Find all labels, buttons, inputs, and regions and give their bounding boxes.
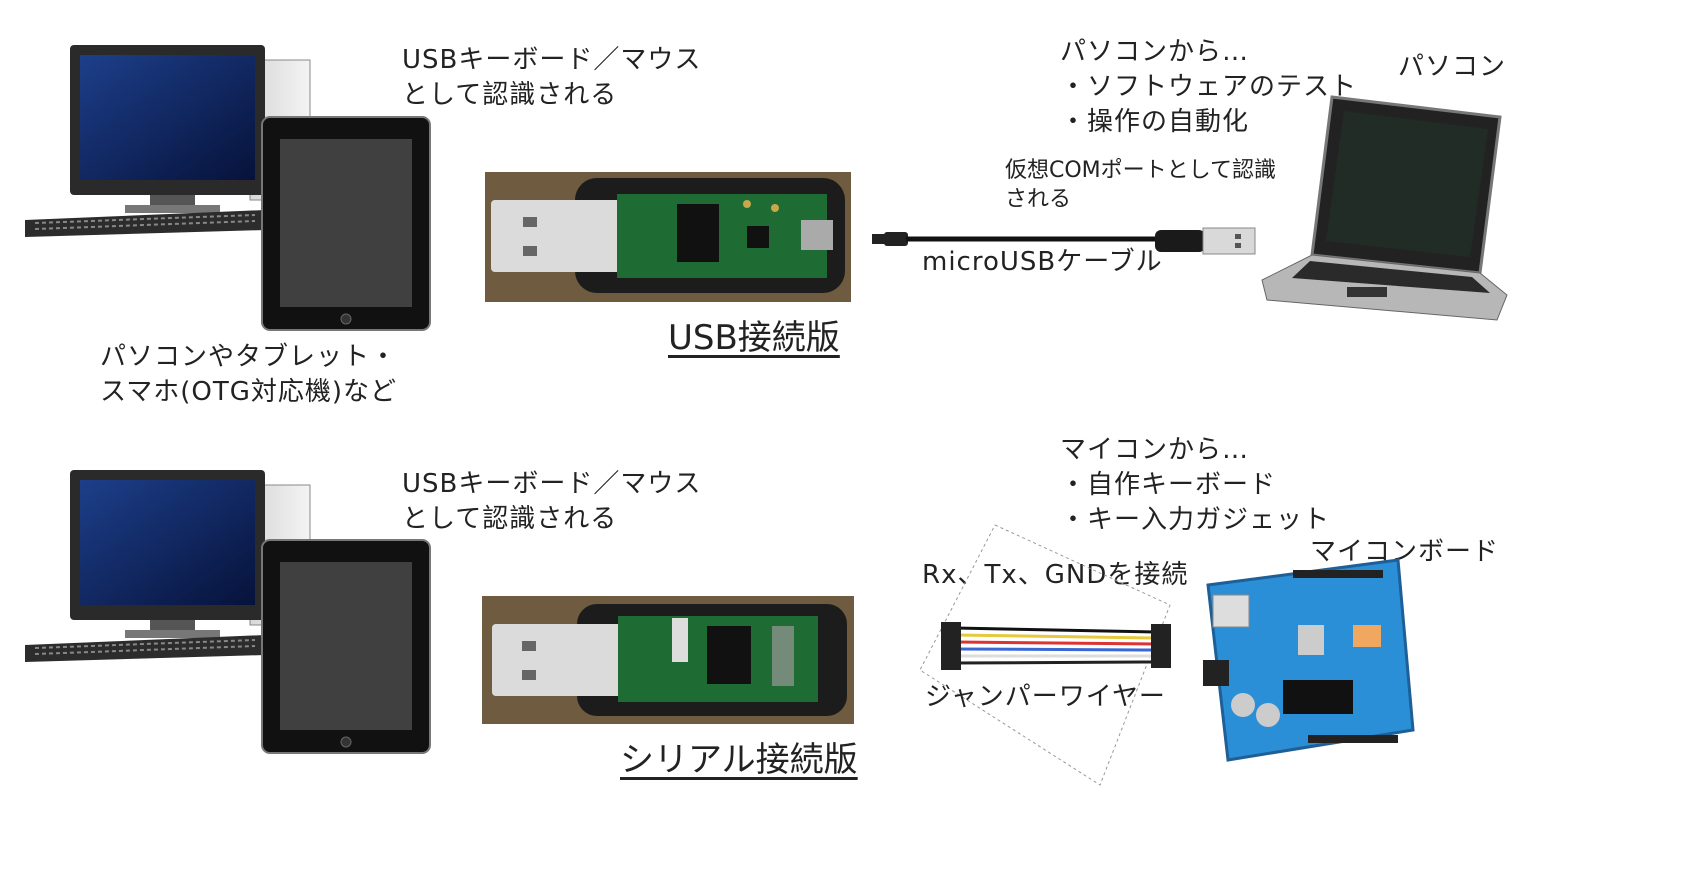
com-port-label: 仮想COMポートとして認識 される bbox=[1005, 158, 1276, 212]
host-devices-label: パソコンやタブレット・ スマホ(OTG対応機)など bbox=[100, 342, 398, 407]
microusb-cable-image bbox=[872, 227, 1256, 255]
mcu-board-image bbox=[1203, 558, 1415, 762]
wire-connect-label: Rx、Tx、GNDを接続 bbox=[922, 560, 1189, 590]
serial-device-photo bbox=[482, 596, 854, 724]
mcu-board-label: マイコンボード bbox=[1310, 537, 1500, 567]
laptop-image bbox=[1261, 95, 1508, 321]
host-recognized-label-top: USBキーボード／マウス として認識される bbox=[402, 45, 702, 110]
serial-version-title: シリアル接続版 bbox=[620, 740, 858, 780]
pc-label: パソコン bbox=[1398, 52, 1507, 82]
jumper-wire-image bbox=[919, 524, 1171, 786]
pc-uses-label: パソコンから… ・ソフトウェアのテスト ・操作の自動化 bbox=[1060, 37, 1358, 137]
jumper-wire-label: ジャンパーワイヤー bbox=[925, 682, 1166, 712]
usb-device-photo bbox=[485, 172, 851, 302]
desktop-pc-image-top bbox=[25, 45, 311, 237]
tablet-image-bottom bbox=[261, 539, 431, 754]
tablet-image-top bbox=[261, 116, 431, 331]
mcu-uses-label: マイコンから… ・自作キーボード ・キー入力ガジェット bbox=[1060, 435, 1331, 535]
host-recognized-label-bottom: USBキーボード／マウス として認識される bbox=[402, 469, 702, 534]
cable-label: microUSBケーブル bbox=[922, 247, 1163, 277]
usb-version-title: USB接続版 bbox=[668, 318, 840, 358]
